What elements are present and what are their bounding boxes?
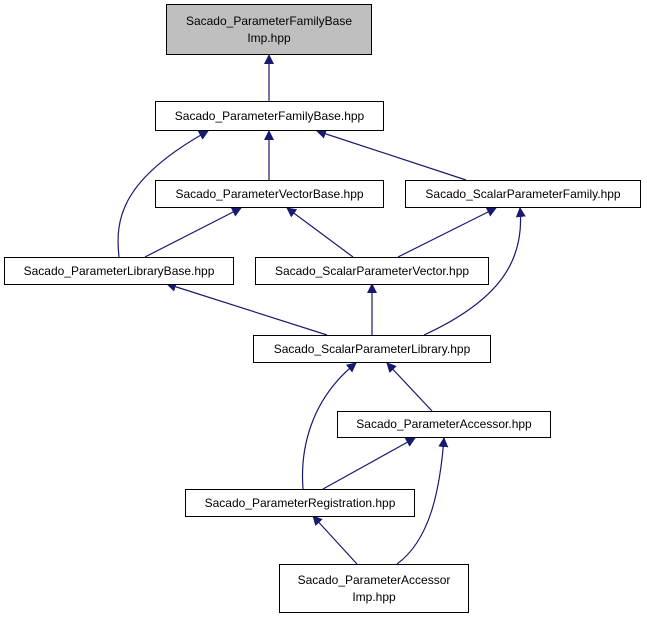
edge-scalar-family-to-family-base [316, 129, 467, 181]
node-accessor-imp-line-1: Sacado_ParameterAccessor [297, 572, 451, 587]
edge-registration-to-accessor [322, 437, 416, 490]
node-scalar-vector[interactable]: Sacado_ScalarParameterVector.hpp [255, 257, 489, 285]
edge-library-base-to-vector-base [144, 207, 242, 258]
edge-scalar-library-to-library-base [166, 281, 328, 336]
node-accessor-imp-line-2: Imp.hpp [352, 589, 396, 604]
node-family-base-imp: Sacado_ParameterFamilyBase Imp.hpp [166, 4, 372, 55]
node-scalar-library-label: Sacado_ScalarParameterLibrary.hpp [273, 341, 471, 356]
node-family-base-imp-line-1: Sacado_ParameterFamilyBase [185, 13, 353, 28]
edge-scalar-vector-to-vector-base [286, 207, 354, 258]
node-scalar-family[interactable]: Sacado_ScalarParameterFamily.hpp [405, 180, 641, 208]
node-family-base-label: Sacado_ParameterFamilyBase.hpp [174, 108, 365, 123]
edge-scalar-vector-to-scalar-family [397, 207, 497, 258]
node-vector-base-label: Sacado_ParameterVectorBase.hpp [175, 186, 364, 201]
edge-accessor-imp-to-accessor [396, 437, 449, 565]
edge-accessor-to-scalar-library [386, 362, 433, 412]
node-library-base[interactable]: Sacado_ParameterLibraryBase.hpp [4, 257, 234, 285]
node-accessor-label: Sacado_ParameterAccessor.hpp [356, 417, 532, 431]
node-family-base-imp-line-2: Imp.hpp [247, 30, 291, 45]
node-accessor-imp[interactable]: Sacado_ParameterAccessor Imp.hpp [279, 564, 469, 613]
node-scalar-library[interactable]: Sacado_ScalarParameterLibrary.hpp [253, 335, 491, 363]
edge-accessor-imp-to-registration [312, 515, 358, 565]
node-library-base-label: Sacado_ParameterLibraryBase.hpp [23, 263, 215, 278]
node-registration[interactable]: Sacado_ParameterRegistration.hpp [185, 489, 415, 517]
node-scalar-vector-label: Sacado_ScalarParameterVector.hpp [274, 263, 470, 278]
node-vector-base[interactable]: Sacado_ParameterVectorBase.hpp [155, 180, 384, 208]
node-registration-label: Sacado_ParameterRegistration.hpp [204, 495, 396, 510]
node-scalar-family-label: Sacado_ScalarParameterFamily.hpp [425, 186, 621, 201]
edge-library-base-to-family-base [117, 130, 209, 258]
edge-registration-to-scalar-library [301, 362, 357, 490]
node-accessor[interactable]: Sacado_ParameterAccessor.hpp [337, 411, 551, 438]
node-family-base[interactable]: Sacado_ParameterFamilyBase.hpp [155, 101, 384, 131]
edge-scalar-library-to-scalar-family [423, 207, 526, 336]
